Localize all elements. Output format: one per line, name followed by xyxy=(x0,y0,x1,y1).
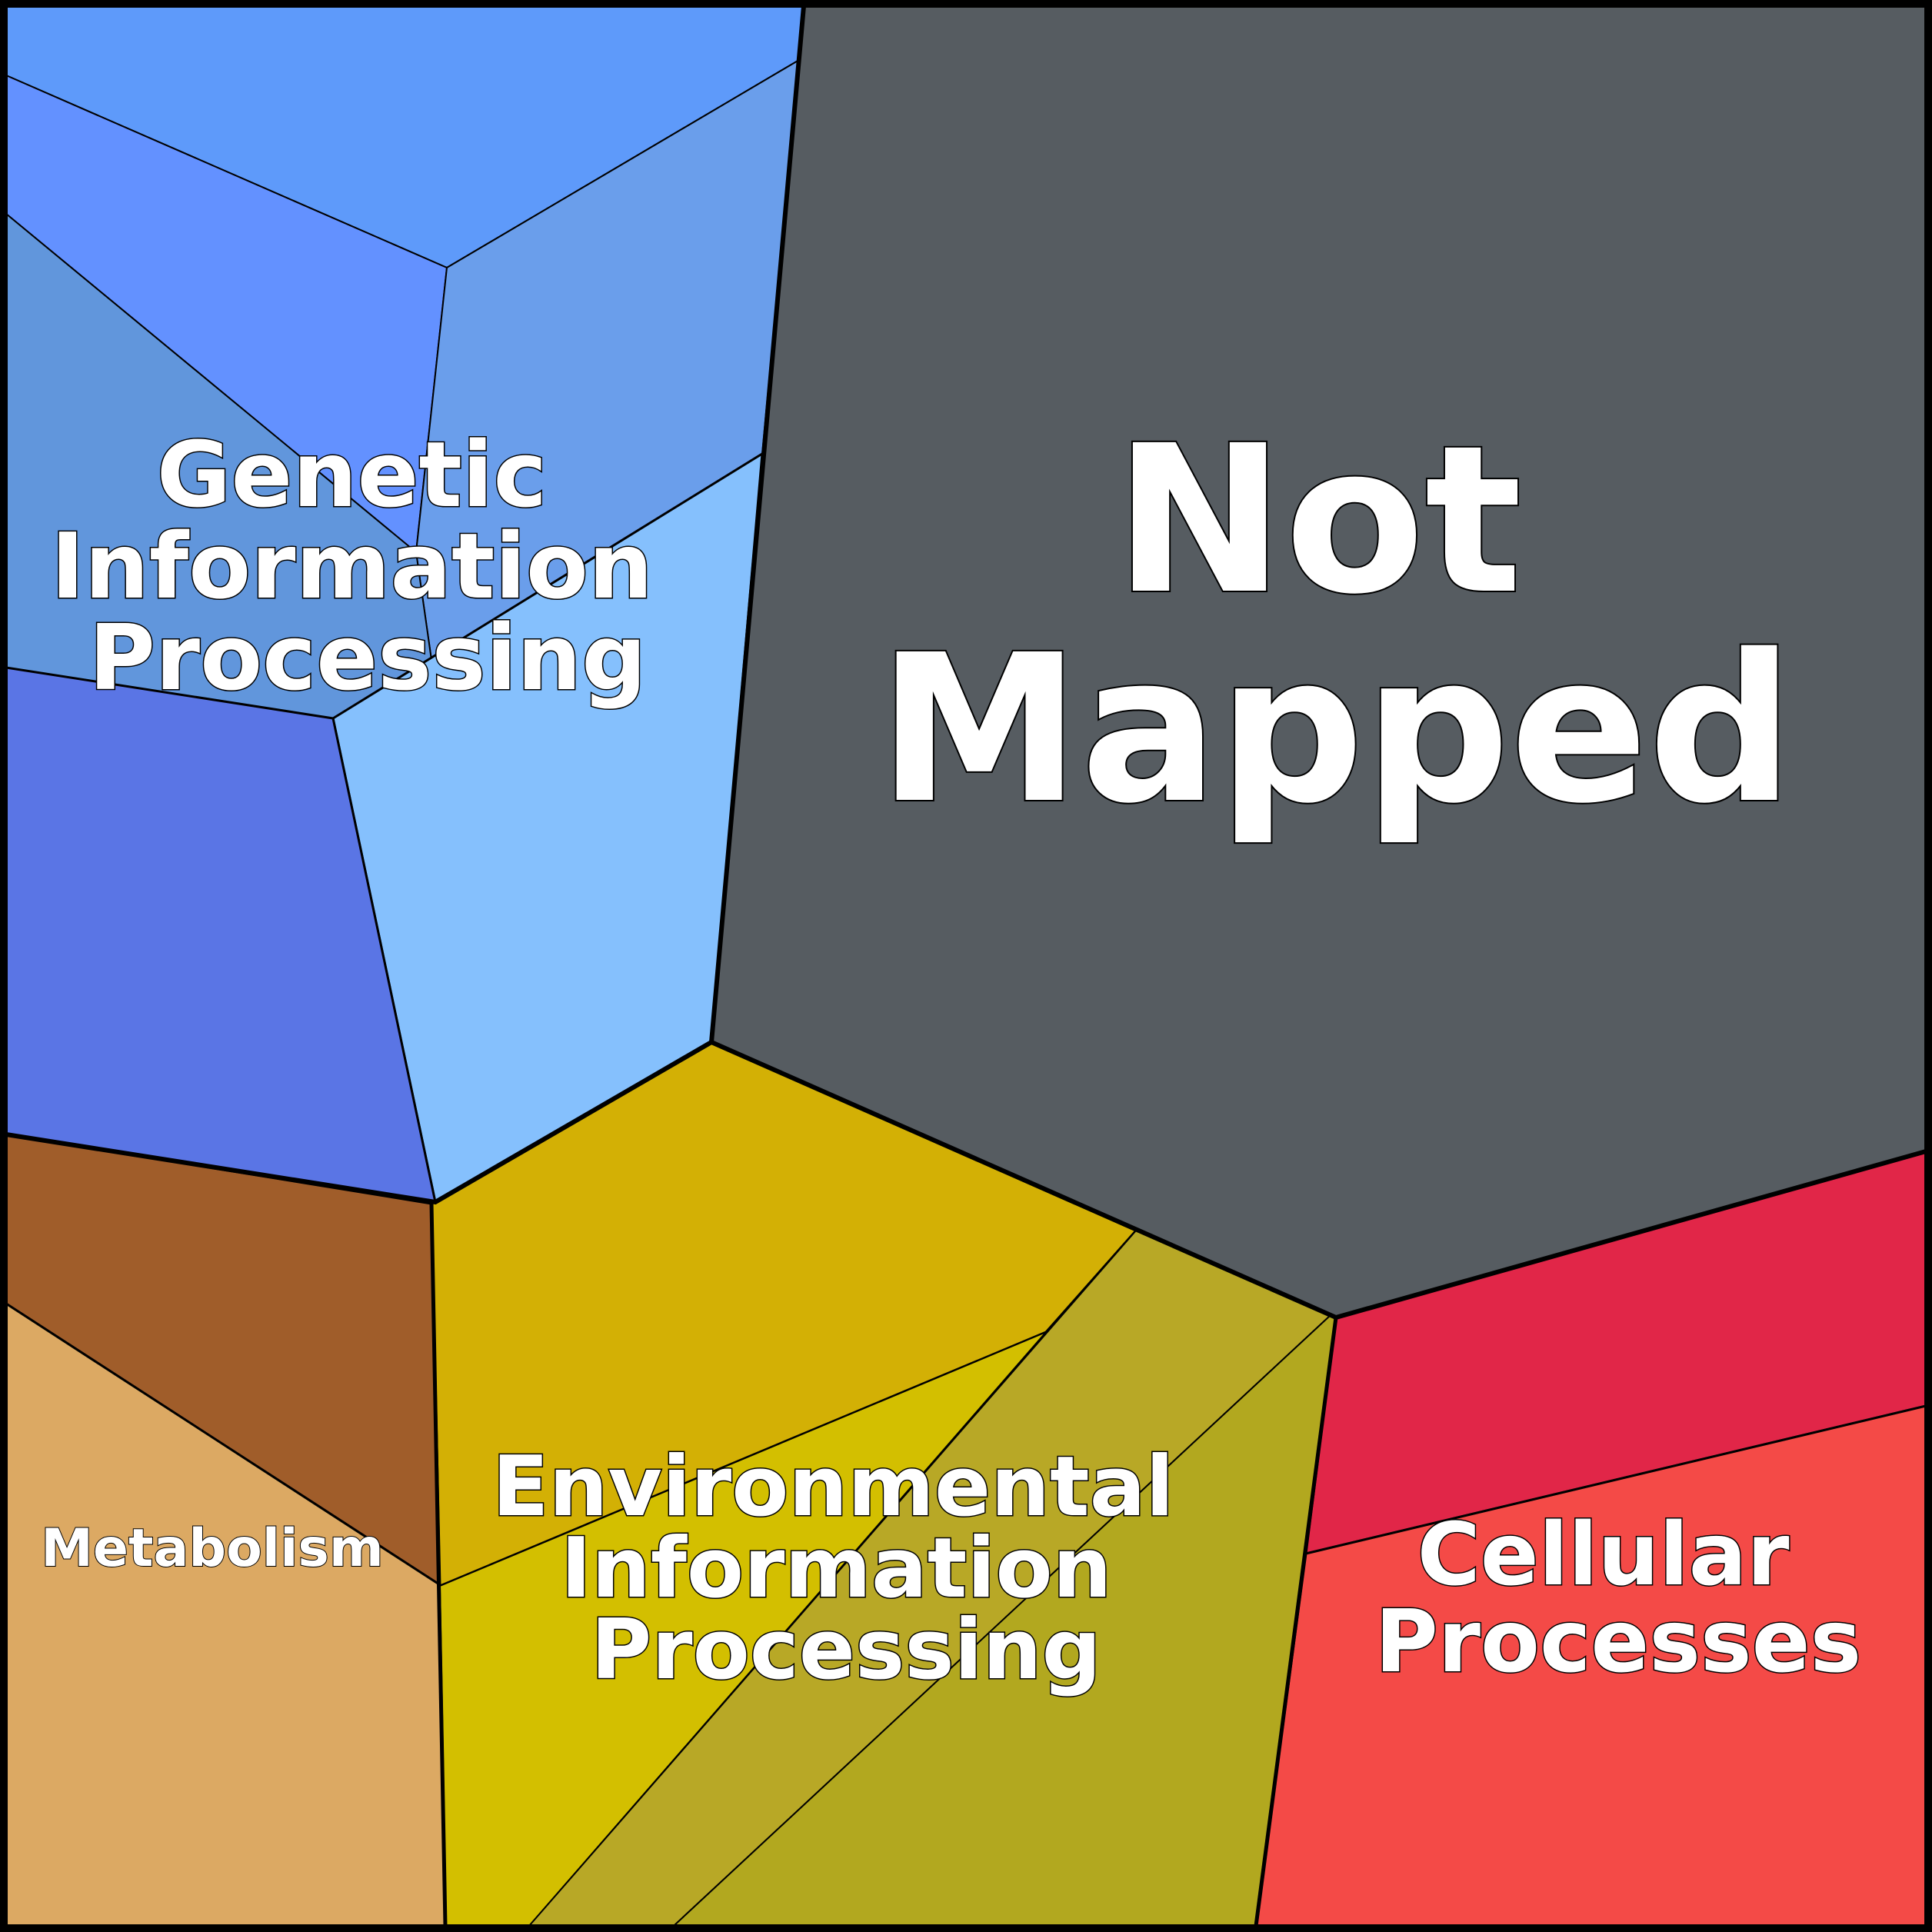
label-not-mapped-line-2: Mapped xyxy=(878,611,1794,848)
label-environmental-line-1: Environmental xyxy=(492,1439,1174,1535)
label-cellular: Cellular Processes xyxy=(1375,1505,1862,1692)
label-genetic-line-2: Information xyxy=(51,513,653,619)
label-genetic-line-1: Genetic xyxy=(157,421,548,528)
label-environmental: Environmental Information Processing xyxy=(492,1439,1203,1698)
boundary-lines xyxy=(708,5,1927,1321)
label-environmental-line-3: Processing xyxy=(591,1602,1101,1698)
label-genetic: Genetic Information Processing xyxy=(51,421,685,711)
boundary-lines-2 xyxy=(5,1040,713,1205)
label-metabolism: Metabolism xyxy=(41,1518,384,1579)
label-not-mapped-line-1: Not xyxy=(1114,402,1523,639)
label-environmental-line-2: Information xyxy=(561,1521,1112,1617)
label-cellular-line-2: Processes xyxy=(1375,1592,1862,1692)
boundary-lines-4 xyxy=(1254,1317,1338,1927)
label-not-mapped: Not Mapped xyxy=(878,402,1794,848)
label-cellular-line-1: Cellular xyxy=(1417,1505,1790,1605)
boundary-lines-3 xyxy=(429,1203,448,1927)
label-genetic-line-3: Processing xyxy=(88,605,646,711)
